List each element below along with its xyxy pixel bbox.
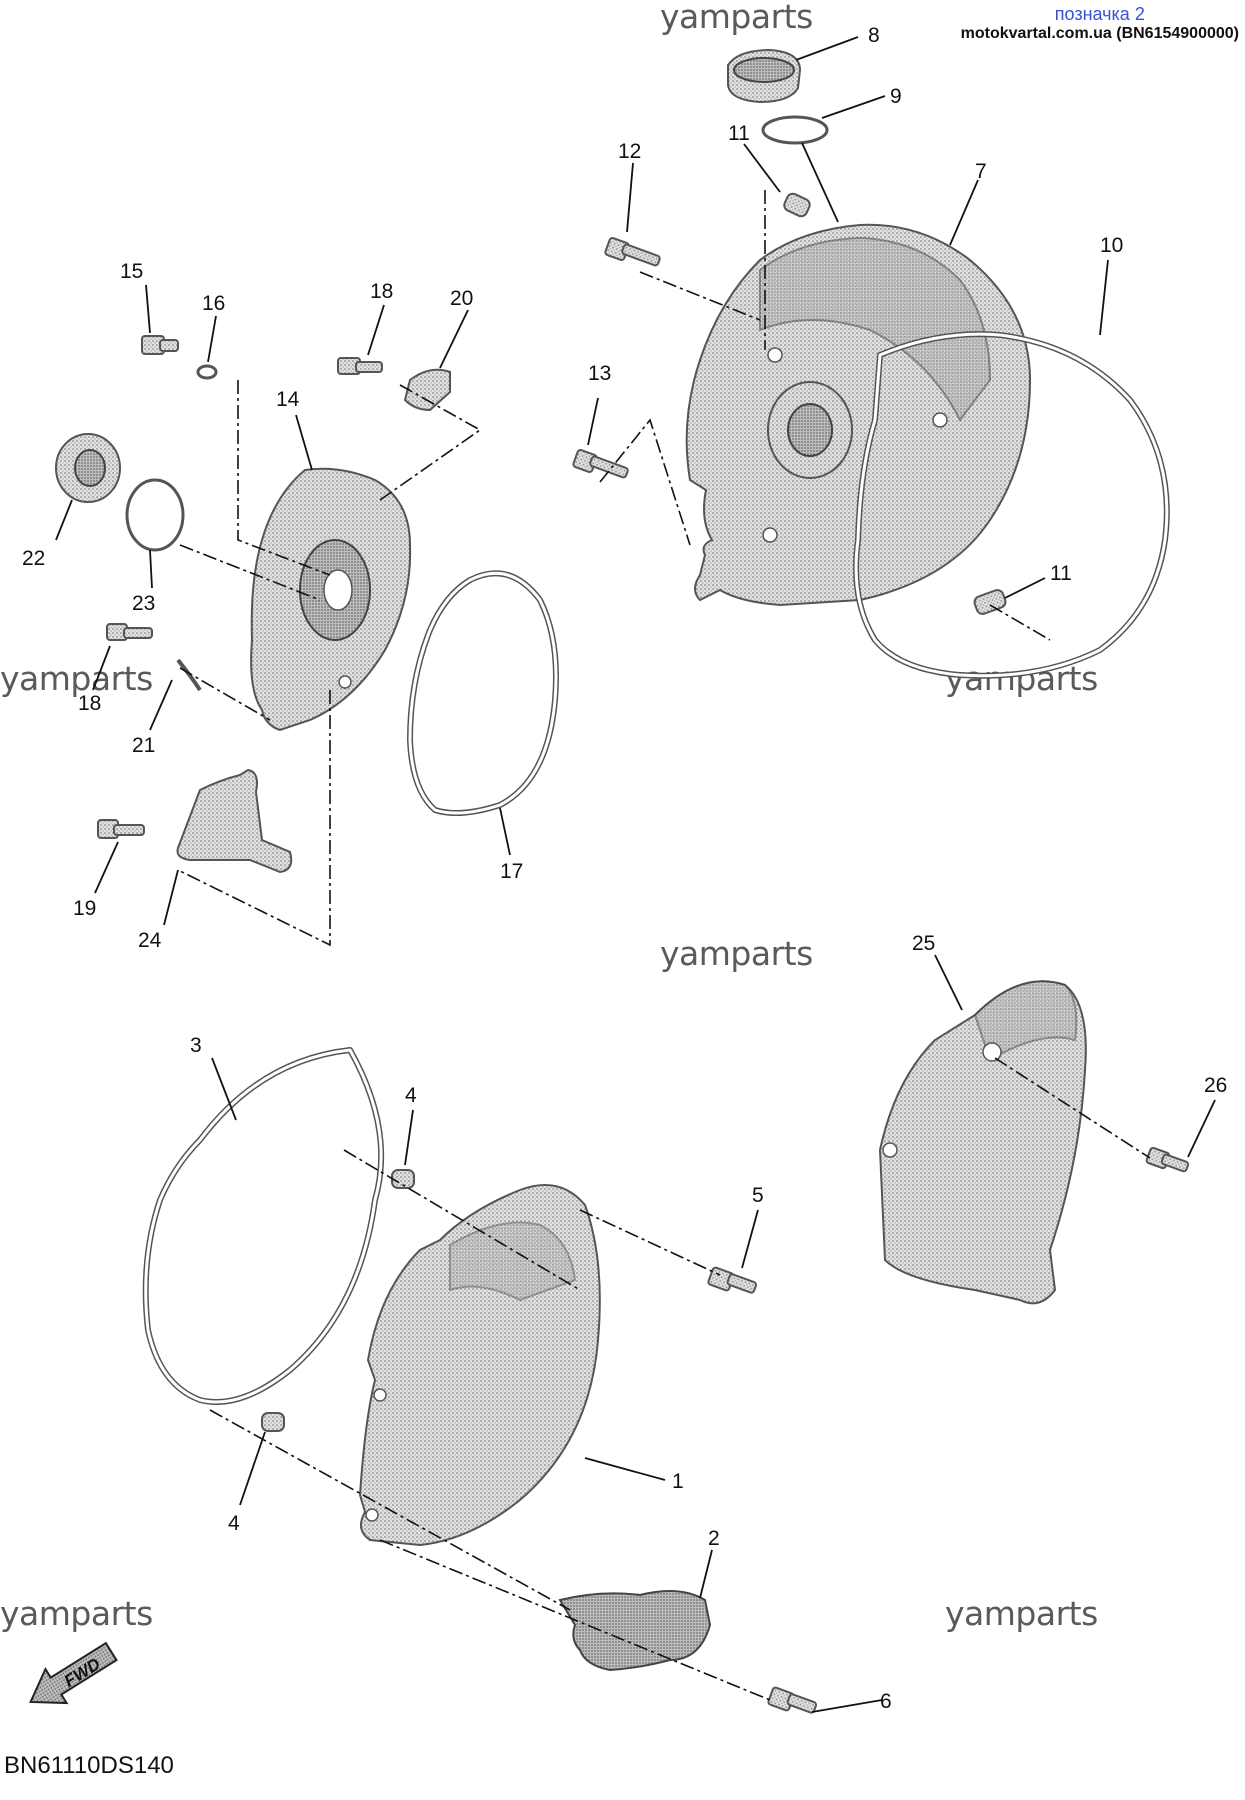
header-block: позначка 2 motokvartal.com.ua (BN6154900… — [961, 4, 1239, 43]
callout-1: 1 — [672, 1470, 684, 1493]
assembly-lines — [177, 190, 1151, 1701]
callout-16: 16 — [202, 292, 225, 315]
callout-14: 14 — [276, 388, 300, 411]
callout-24: 24 — [138, 929, 162, 952]
callout-13: 13 — [588, 362, 611, 385]
callout-4: 4 — [405, 1084, 417, 1107]
callout-23: 23 — [132, 592, 155, 615]
part-26-bolt — [1145, 1146, 1190, 1173]
callout-18: 18 — [78, 692, 101, 715]
header-title: позначка 2 — [1054, 4, 1145, 24]
part-1-generator-cover — [358, 1184, 601, 1547]
watermark: yamparts — [660, 934, 813, 973]
part-15-bolt — [141, 335, 179, 355]
callout-2: 2 — [708, 1527, 720, 1550]
part-24-bracket — [176, 768, 293, 874]
callout-19: 19 — [73, 897, 96, 920]
part-3-gasket — [142, 1047, 385, 1405]
part-2-guard — [558, 1590, 712, 1672]
callout-10: 10 — [1100, 234, 1123, 257]
callout-25: 25 — [912, 932, 935, 955]
diagram-code: BN61110DS140 — [4, 1752, 174, 1779]
callout-12: 12 — [618, 140, 641, 163]
callout-26: 26 — [1204, 1074, 1227, 1097]
part-5-bolt — [707, 1266, 758, 1294]
part-12-bolt — [604, 236, 661, 267]
watermark: yamparts — [0, 659, 153, 698]
part-16-washer — [196, 364, 218, 380]
callout-15: 15 — [120, 260, 143, 283]
watermark: yamparts — [945, 1594, 1098, 1633]
leader-lines — [55, 36, 1216, 1713]
callout-3: 3 — [190, 1034, 202, 1057]
callout-5: 5 — [752, 1184, 764, 1207]
part-7-clutch-cover — [685, 223, 1032, 607]
callout-11: 11 — [728, 122, 750, 145]
part-8-filler-cap — [727, 48, 802, 104]
part-4-dowel — [261, 1412, 285, 1432]
part-18-bolt — [106, 623, 153, 641]
callout-numbers: 8 9 11 7 10 12 13 11 15 16 18 20 14 22 2… — [22, 24, 1227, 1713]
callout-6: 6 — [880, 1690, 892, 1713]
watermark: yamparts — [0, 1594, 153, 1633]
part-14-pickup-cover — [250, 467, 412, 732]
part-22-oil-seal — [55, 433, 121, 503]
part-18-bolt — [337, 357, 383, 375]
callout-20: 20 — [450, 287, 473, 310]
part-17-gasket — [407, 570, 559, 816]
part-11-dowel — [783, 192, 811, 218]
callout-11: 11 — [1050, 562, 1072, 585]
part-25-sprocket-cover — [878, 980, 1087, 1305]
callout-18: 18 — [370, 280, 393, 303]
callout-7: 7 — [975, 160, 987, 183]
callout-21: 21 — [132, 734, 155, 757]
part-23-o-ring — [125, 478, 185, 552]
part-11-dowel — [973, 589, 1007, 615]
part-9-o-ring — [761, 115, 829, 145]
part-19-bolt — [97, 819, 145, 839]
callout-22: 22 — [22, 547, 45, 570]
part-10-clutch-gasket — [853, 331, 1170, 679]
part-6-bolt — [767, 1686, 818, 1714]
part-21-clip — [176, 658, 202, 692]
header-source: motokvartal.com.ua (BN6154900000) — [960, 25, 1239, 42]
callout-17: 17 — [500, 860, 523, 883]
watermark: yamparts — [660, 0, 813, 36]
callout-9: 9 — [890, 85, 902, 108]
fwd-arrow-icon: FWD — [29, 1641, 118, 1705]
callout-8: 8 — [868, 24, 880, 47]
part-13-bolt — [572, 448, 629, 479]
part-20-clamp — [403, 368, 451, 412]
watermark: yamparts — [945, 659, 1098, 698]
callout-4: 4 — [228, 1512, 240, 1535]
